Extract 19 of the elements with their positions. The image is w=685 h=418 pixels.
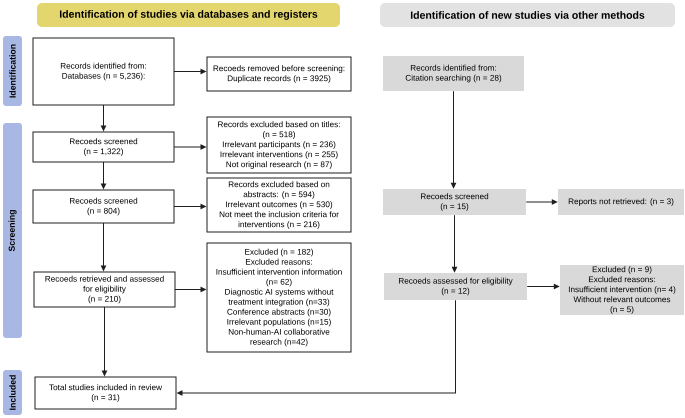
section-header: Identification of new studies via other methods <box>380 3 675 27</box>
process-box: Recoeds screened (n = 804) <box>32 190 174 224</box>
stage-band: Identification <box>3 36 22 106</box>
exclusion-box: Excluded (n = 9) Excluded reasons: Insufficient intervention (n= 4) Without relevant outcomes (n = 5) <box>560 265 684 315</box>
process-box: Records identified from: Citation searching (n = 28) <box>383 56 524 91</box>
exclusion-box: Excluded (n = 182) Excluded reasons: Insufficient intervention information (n= 62) Diagnostic AI systems without treatment integration (n=33) Conference abstracts (n=30) Irrelevant populations (n=15) Non-human-AI collaborative research (n=42) <box>206 242 352 352</box>
process-box: Records identified from: Databases (n = 5,236): <box>32 38 174 106</box>
exclusion-box: Reports not retrieved: (n = 3) <box>558 189 684 215</box>
process-box: Recoeds assessed for eligibility (n = 12) <box>384 273 527 300</box>
exclusion-box: Recoeds removed before screening: Duplicate records (n = 3925) <box>206 56 352 92</box>
process-box: Recoeds screened (n = 1,322) <box>32 132 174 162</box>
process-box: Recoeds retrieved and assessed for eligibility (n = 210) <box>34 272 176 308</box>
exclusion-box: Records excluded based on titles: (n = 518) Irrelevant participants (n = 236) Irrelevant interventions (n = 255) Not original research (n = 87) <box>206 116 352 174</box>
stage-band: Included <box>3 370 22 415</box>
exclusion-box: Records excluded based on abstracts: (n = 594) Irrelevant outcomes (n = 530) Not meet the inclusion criteria for interventions (n = 216) <box>206 178 352 232</box>
stage-band: Screening <box>3 123 22 338</box>
process-box: Recoeds screened (n = 15) <box>383 189 526 215</box>
section-header: Identification of studies via databases and registers <box>37 3 340 27</box>
process-box: Total studies included in review (n = 31) <box>34 376 176 410</box>
